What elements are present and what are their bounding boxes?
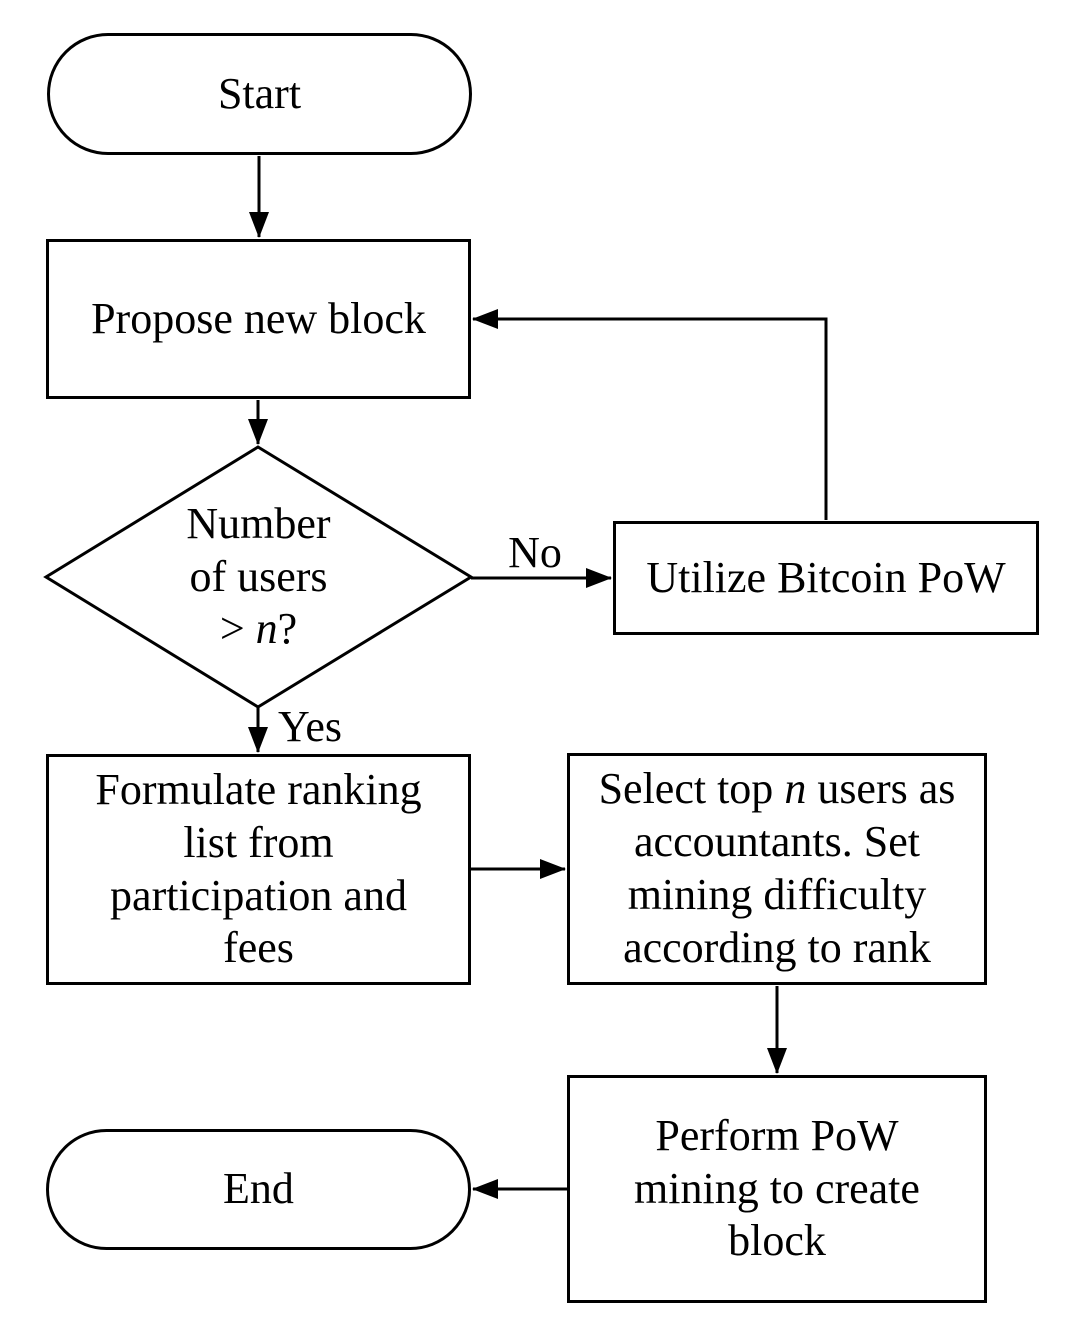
perform-pow-mining-node: Perform PoW mining to create block	[567, 1075, 987, 1303]
propose-new-block-node: Propose new block	[46, 239, 471, 399]
decision-node: Number of users > n?	[46, 447, 471, 707]
select-top-n-users-label: Select top n users as accountants. Set m…	[598, 764, 956, 972]
decision-line-1: Number	[186, 498, 331, 548]
utilize-bitcoin-pow-node: Utilize Bitcoin PoW	[613, 521, 1039, 635]
end-label: End	[223, 1164, 294, 1214]
edge-utilize-to-propose-loop	[472, 309, 828, 520]
no-edge-label: No	[508, 528, 562, 577]
start-label: Start	[217, 68, 302, 118]
formulate-ranking-label: Formulate ranking list from participatio…	[95, 764, 422, 973]
formulate-ranking-node: Formulate ranking list from participatio…	[46, 754, 471, 985]
decision-line-3: > n?	[219, 604, 298, 654]
decision-line-2: of users	[189, 551, 328, 601]
propose-new-block-label: Propose new block	[91, 293, 426, 343]
select-top-n-users-node: Select top n users as accountants. Set m…	[567, 753, 987, 985]
start-node: Start	[47, 33, 472, 155]
utilize-bitcoin-pow-label: Utilize Bitcoin PoW	[646, 552, 1006, 602]
decision-variable-n: n	[255, 604, 278, 654]
select-variable-n: n	[784, 764, 807, 814]
yes-edge-label: Yes	[277, 702, 343, 751]
end-node: End	[46, 1129, 471, 1250]
perform-pow-mining-label: Perform PoW mining to create block	[634, 1110, 920, 1266]
